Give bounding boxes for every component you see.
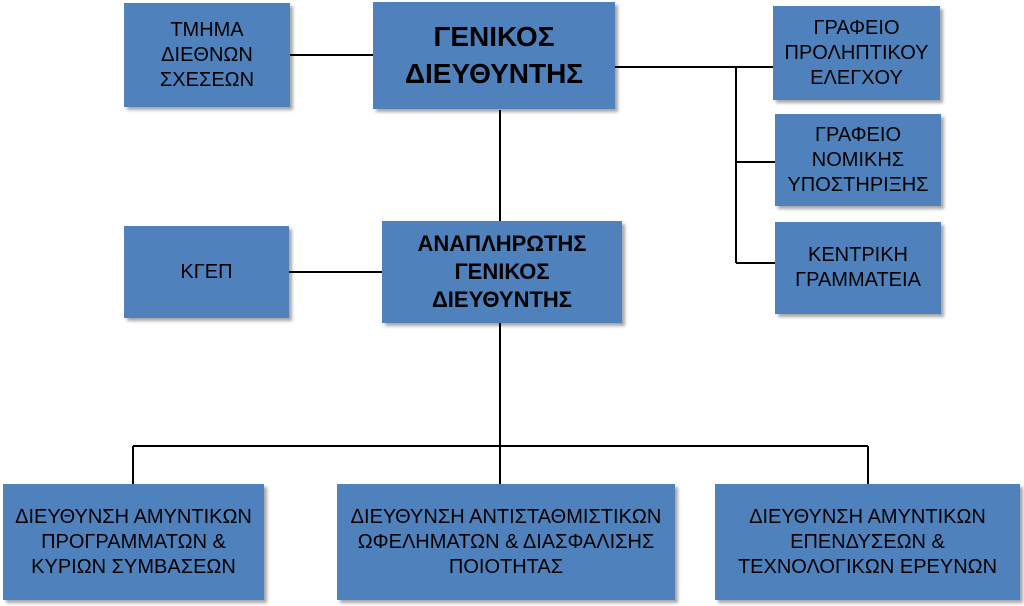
offsets-directorate-box: ΔΙΕΥΘΥΝΣΗ ΑΝΤΙΣΤΑΘΜΙΣΤΙΚΩΝ ΩΦΕΛΗΜΑΤΩΝ & … [337, 484, 675, 600]
central-secretariat-box: ΚΕΝΤΡΙΚΗ ΓΡΑΜΜΑΤΕΙΑ [775, 222, 941, 314]
deputy-general-director-box: ΑΝΑΠΛΗΡΩΤΗΣ ΓΕΝΙΚΟΣ ΔΙΕΥΘΥΝΤΗΣ [382, 221, 622, 323]
defense-programs-directorate-box: ΔΙΕΥΘΥΝΣΗ ΑΜΥΝΤΙΚΩΝ ΠΡΟΓΡΑΜΜΑΤΩΝ & ΚΥΡΙΩ… [3, 484, 264, 600]
legal-support-office-box: ΓΡΑΦΕΙΟ ΝΟΜΙΚΗΣ ΥΠΟΣΤΗΡΙΞΗΣ [775, 114, 941, 206]
international-relations-box: ΤΜΗΜΑ ΔΙΕΘΝΩΝ ΣΧΕΣΕΩΝ [124, 3, 290, 107]
preventive-control-office-box: ΓΡΑΦΕΙΟ ΠΡΟΛΗΠΤΙΚΟΥ ΕΛΕΓΧΟΥ [773, 6, 940, 100]
general-director-box: ΓΕΝΙΚΟΣ ΔΙΕΥΘΥΝΤΗΣ [373, 2, 615, 109]
defense-investments-directorate-box: ΔΙΕΥΘΥΝΣΗ ΑΜΥΝΤΙΚΩΝ ΕΠΕΝΔΥΣΕΩΝ & ΤΕΧΝΟΛΟ… [715, 484, 1020, 600]
kgep-box: ΚΓΕΠ [124, 226, 289, 318]
